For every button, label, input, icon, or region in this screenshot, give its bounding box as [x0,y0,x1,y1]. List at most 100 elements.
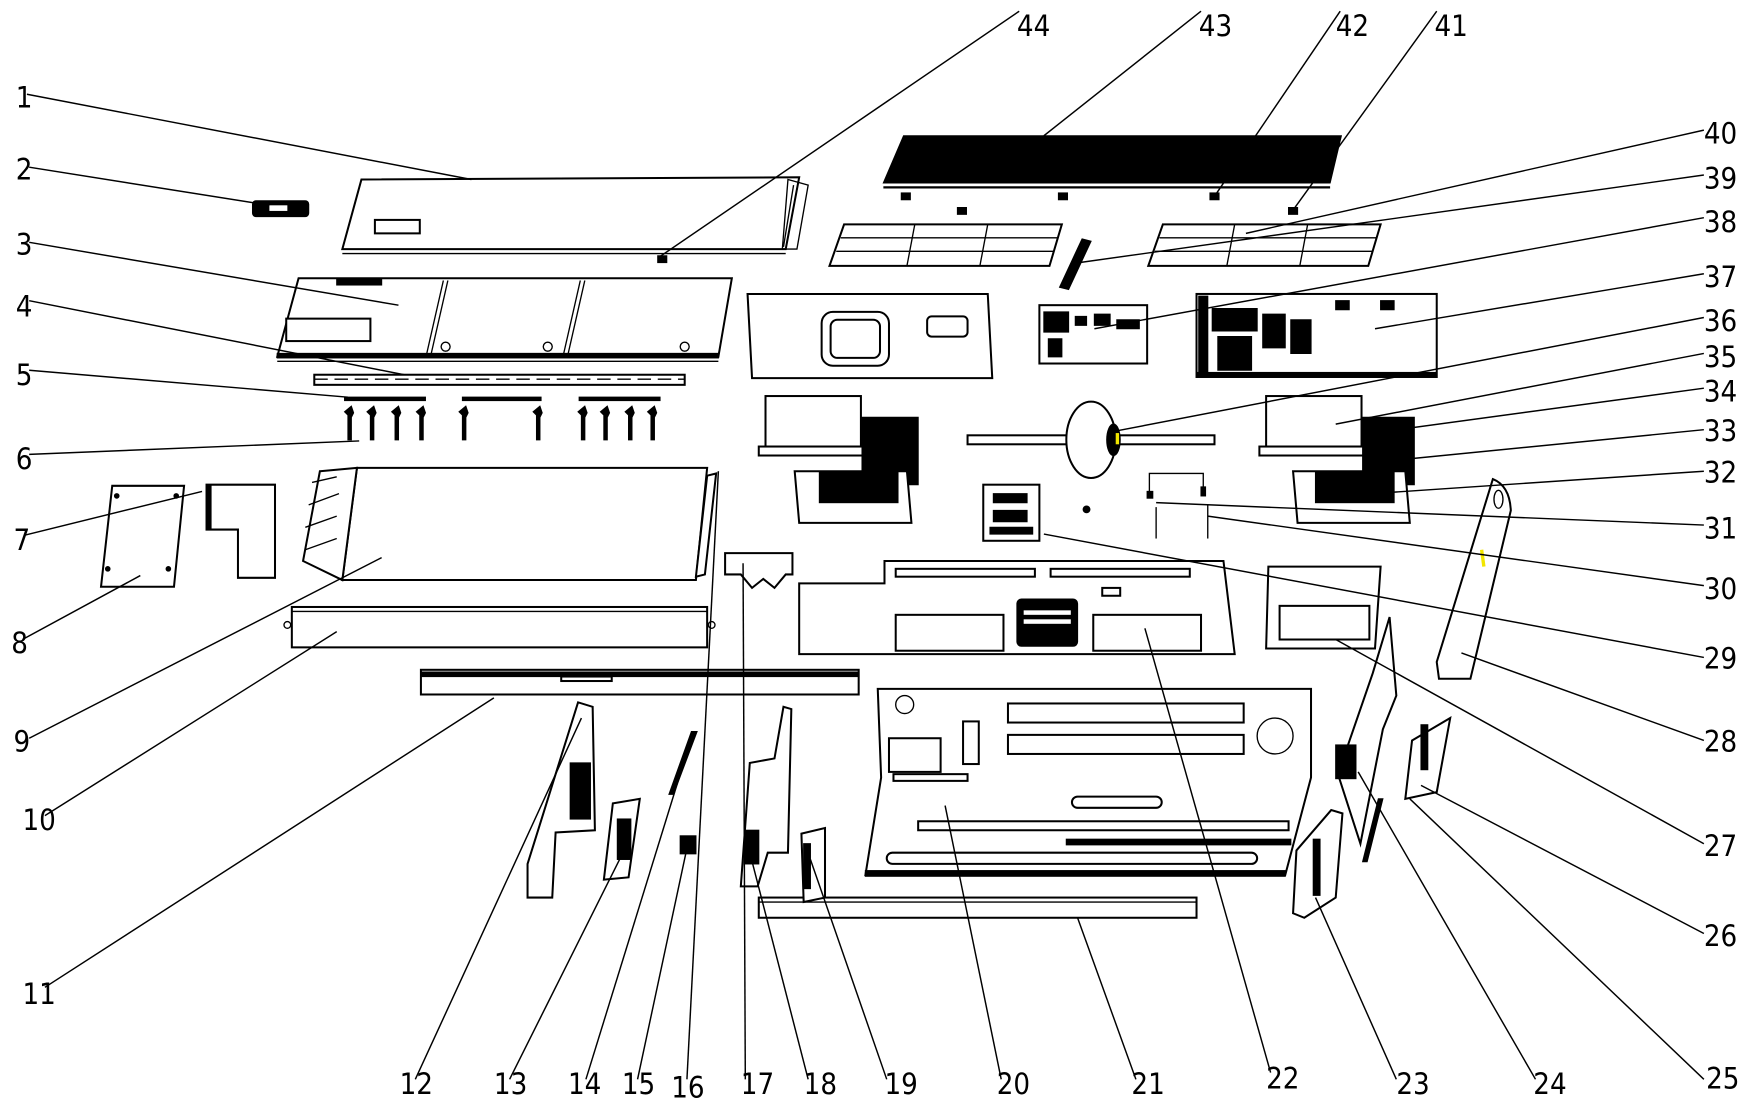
callout-22-fan-bracket-plate: 22 [1266,1061,1299,1095]
leader-line-6 [29,440,360,456]
part-clip [679,835,697,855]
louver-blade [458,405,469,441]
leader-line-18 [749,852,809,1080]
leader-line-27 [1335,638,1705,845]
callout-15-clip: 15 [622,1067,655,1101]
louver-blade [577,405,588,441]
part-strip [668,730,698,795]
leader-line-13 [508,859,621,1080]
leader-line-35 [1335,352,1705,425]
leader-line-14 [585,773,681,1080]
part-evaporator [301,466,718,582]
leader-line-28 [1461,652,1705,742]
leader-line-8 [22,574,141,641]
leader-line-17 [742,563,747,1080]
louver-blade [366,405,377,441]
part-side-cover-plate [99,484,186,588]
leader-line-22 [1144,628,1272,1073]
callout-8-side-cover-plate: 8 [11,626,28,660]
callout-16-pipe: 16 [671,1070,704,1104]
part-top-cover [341,176,809,264]
callout-19-end-cap: 19 [884,1067,917,1101]
callout-37-electric-box: 37 [1704,260,1737,294]
leader-line-15 [636,848,688,1080]
louver-blade [532,405,543,441]
leader-line-30 [1207,515,1704,587]
part-electric-box-cover [205,483,277,579]
part-bracket [602,797,641,881]
callout-14-strip: 14 [568,1067,601,1101]
callout-17-mounting-plate: 17 [741,1067,774,1101]
callout-39-sensor: 39 [1704,161,1737,195]
leader-line-26 [1420,784,1705,935]
part-filter-right [1146,223,1382,267]
part-louver-blades [343,396,661,441]
callout-29-motor-bracket: 29 [1704,642,1737,676]
callout-12-left-side-panel: 12 [400,1067,433,1101]
part-bearing-seat [1265,565,1382,650]
leader-line-31 [1156,501,1704,526]
part-fan-bracket-plate [798,559,1236,656]
part-left-side-panel [526,701,596,899]
louver-blade [415,405,427,441]
callout-24-right-support: 24 [1533,1067,1566,1101]
leader-line-21 [1076,917,1137,1080]
part-electric-box [1195,292,1438,378]
callout-44-screw: 44 [1017,9,1050,43]
leader-line-23 [1314,897,1397,1080]
leader-line-44 [657,10,1020,259]
leader-line-1 [26,93,472,181]
part-clamp [1146,472,1209,539]
callout-28-right-side-panel: 28 [1704,725,1737,759]
leader-line-12 [414,717,583,1080]
callout-36-fan-motor: 36 [1704,304,1737,338]
part-front-panel-rail [419,668,860,696]
leader-line-20 [944,805,1002,1080]
callout-13-bracket: 13 [494,1067,527,1101]
part-fan-motor [966,400,1216,479]
callout-35-fan-housing-top: 35 [1704,340,1737,374]
leader-line-34 [1380,387,1704,433]
leader-line-11 [44,697,495,988]
leader-line-2 [29,166,270,207]
callout-5-guide-rail: 5 [16,358,33,392]
leader-line-16 [686,471,720,1080]
part-fan-housing-right [1258,395,1415,524]
callout-33-volute: 33 [1704,414,1737,448]
part-angle-bracket [1404,716,1452,801]
leader-line-39 [1071,174,1704,265]
part-drain-pan [283,605,716,649]
leader-line-41 [1290,10,1438,214]
leader-line-42 [1213,10,1341,197]
leader-line-3 [29,241,399,306]
leader-line-19 [809,859,888,1080]
leader-line-40 [1245,129,1705,235]
leader-line-10 [44,631,338,817]
callout-1-top-cover: 1 [16,81,33,115]
louver-blade [646,405,658,441]
part-right-support [1335,616,1398,863]
callout-27-bearing-seat: 27 [1704,829,1737,863]
part-top-frame [275,277,734,362]
part-filter-left [828,223,1064,267]
callout-4-front-strip: 4 [16,289,33,323]
part-mounting-plate [724,552,794,590]
part-control-board [1038,304,1149,365]
leader-line-29 [1043,533,1705,659]
part-right-side-panel [1435,477,1512,680]
callout-38-control-board: 38 [1704,205,1737,239]
part-chassis-base [864,687,1313,877]
callout-21-bottom-rail: 21 [1131,1067,1164,1101]
leader-line-25 [1409,798,1705,1080]
callout-23-end-cap-right: 23 [1396,1067,1429,1101]
part-end-cap-right [1292,808,1344,919]
callout-6-louver-blades: 6 [16,442,33,476]
part-electric-box-panel [746,292,994,380]
callout-26-angle-bracket: 26 [1704,919,1737,953]
callout-34-fan-housing-ring: 34 [1704,375,1737,409]
leader-line-38 [1094,216,1705,330]
leader-line-43 [1043,10,1202,137]
leader-line-33 [1397,428,1704,461]
